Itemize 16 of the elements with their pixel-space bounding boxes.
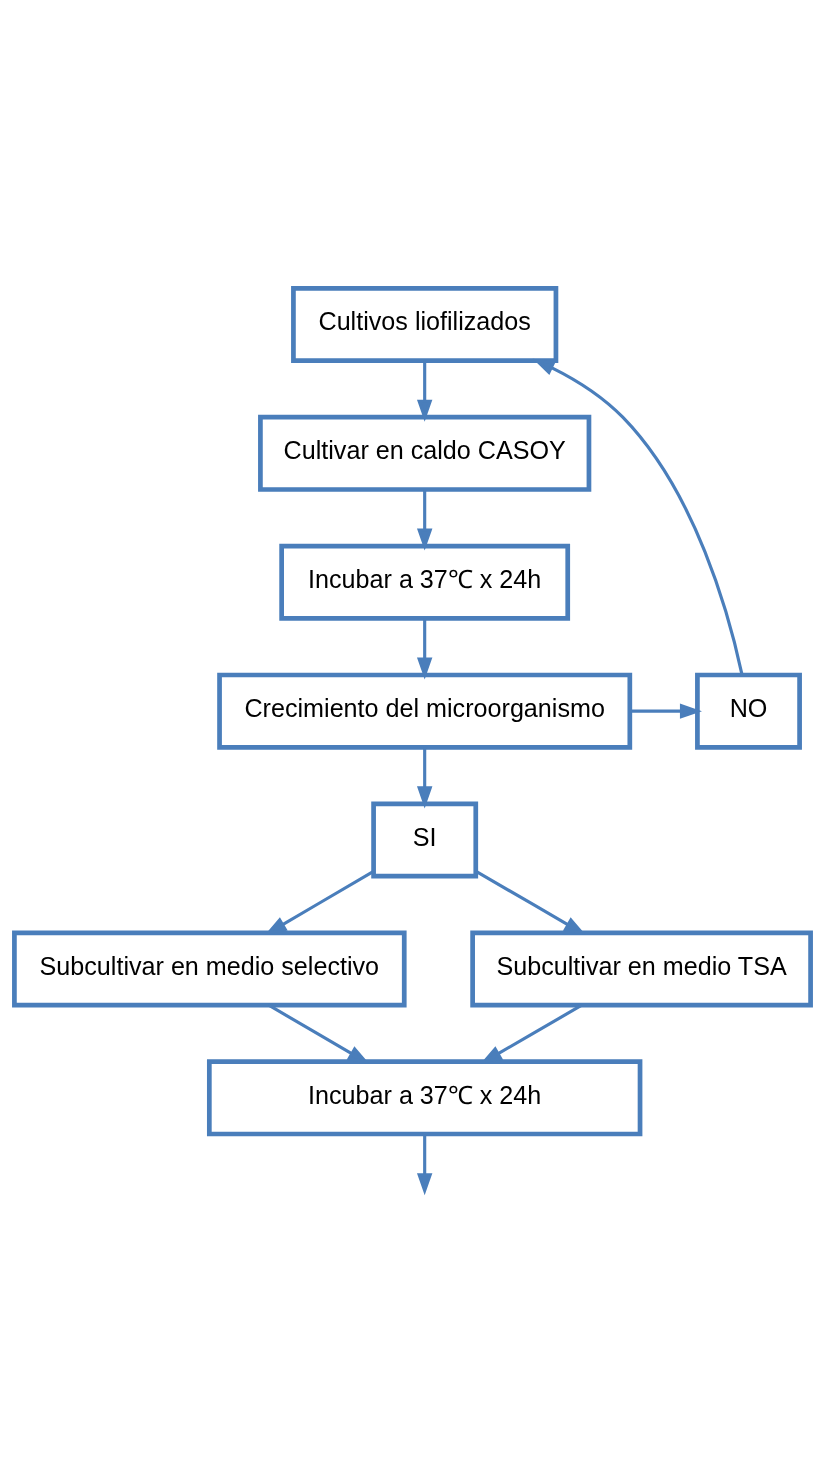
arrow	[532, 358, 744, 675]
node-box: NO	[695, 672, 802, 750]
node-box: SI	[371, 801, 479, 879]
arrow	[630, 702, 702, 719]
node-box: Incubar a 37℃ x 24h	[279, 543, 571, 621]
node-box: Crecimiento del microorganismo	[217, 672, 633, 750]
arrow	[416, 489, 433, 551]
node-box: Incubar a 37℃ x 24h	[206, 1058, 643, 1136]
node-box: Subcultivar en medio selectivo	[12, 929, 407, 1007]
node-box: Cultivar en caldo CASOY	[258, 414, 592, 492]
arrow	[416, 618, 433, 679]
arrow	[416, 1133, 433, 1195]
arrow	[416, 747, 433, 808]
node-box: Subcultivar en medio TSA	[470, 929, 813, 1007]
arrow	[416, 360, 433, 422]
node-box: Cultivos liofilizados	[291, 285, 559, 363]
